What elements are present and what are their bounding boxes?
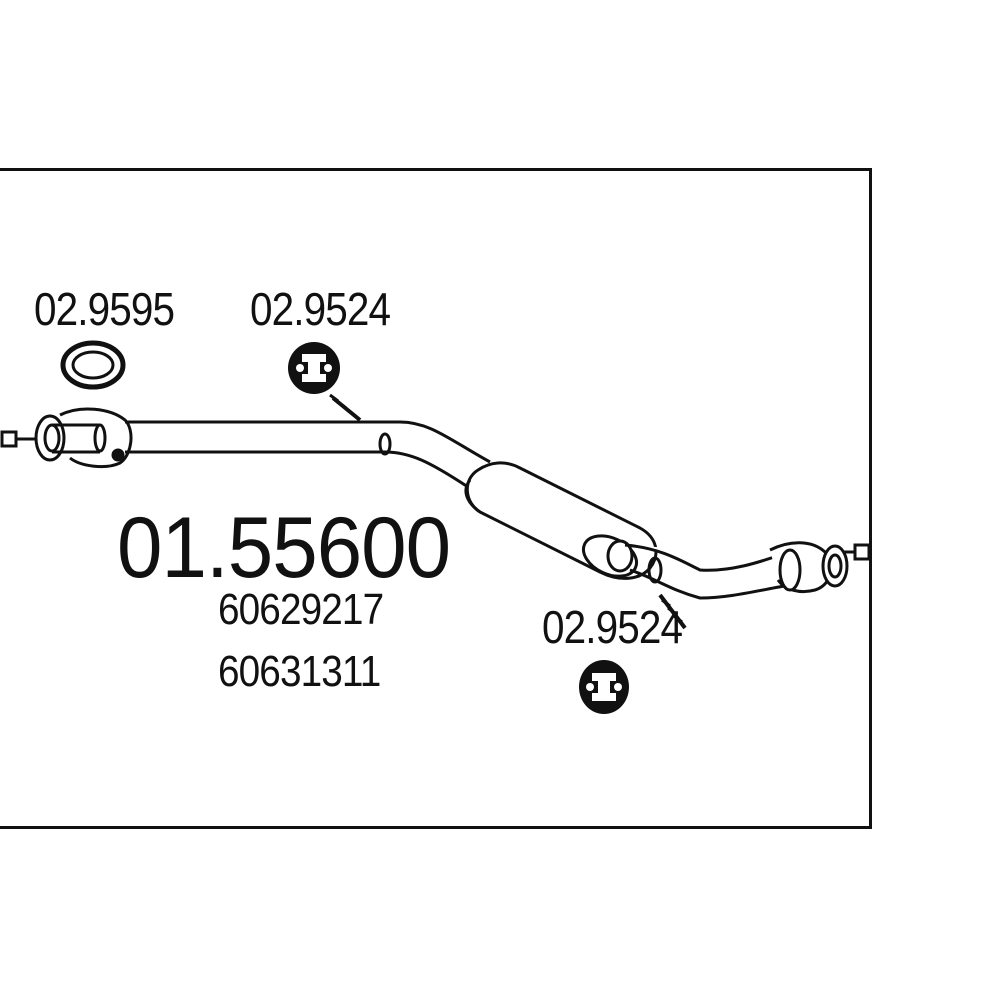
exhaust-pipe-assembly — [34, 393, 849, 630]
hanger-part-label-top: 02.9524 — [250, 283, 391, 335]
inlet-marker — [0, 430, 18, 448]
main-part-number: 01.55600 — [117, 500, 451, 596]
rubber-hanger-icon-bottom — [579, 660, 629, 714]
oem-number-2: 60631311 — [218, 647, 381, 696]
gasket-part-label: 02.9595 — [34, 283, 175, 335]
rubber-hanger-icon-top — [288, 342, 340, 394]
outlet-marker — [853, 543, 871, 561]
gasket-ring-icon — [60, 340, 126, 390]
oem-number-1: 60629217 — [218, 585, 384, 634]
hanger-part-label-bottom: 02.9524 — [542, 601, 683, 653]
diagram-frame — [0, 168, 872, 829]
